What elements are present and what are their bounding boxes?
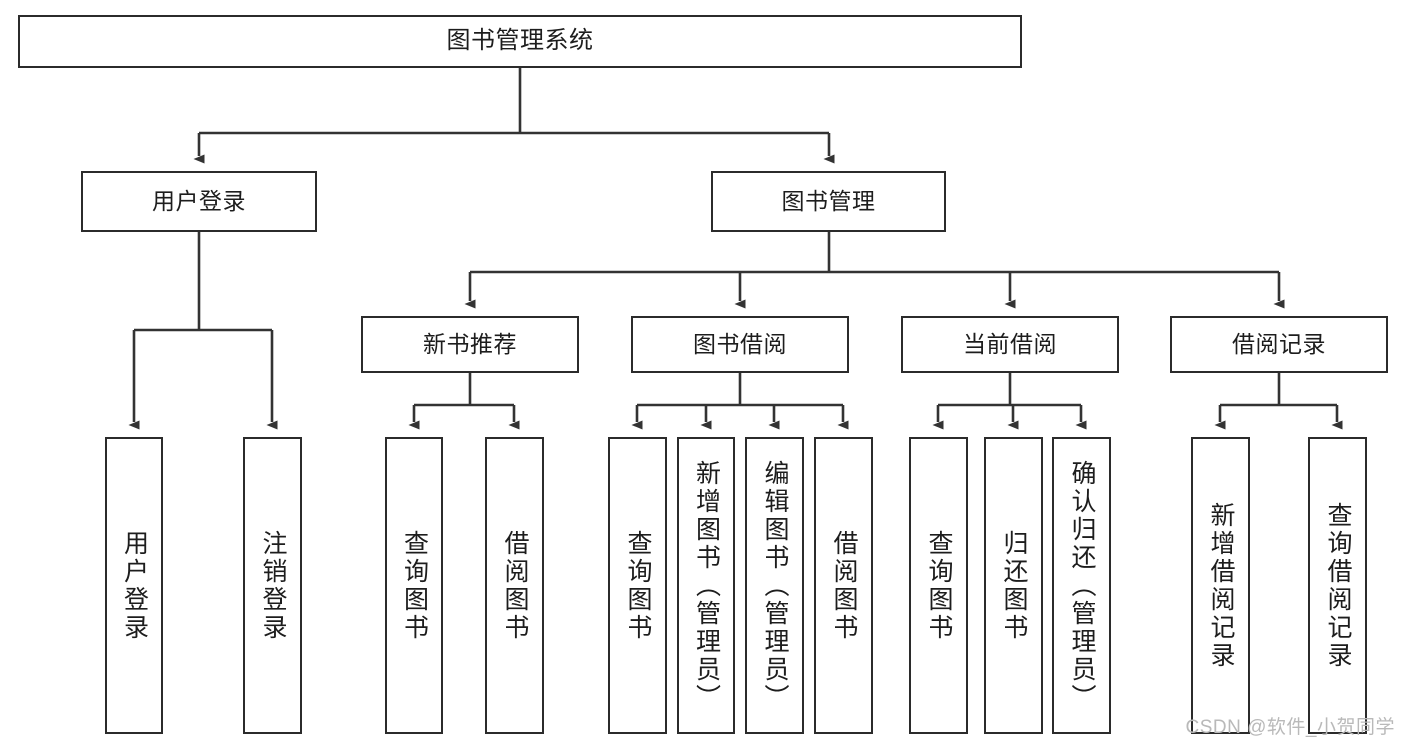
node-label: 新增借阅记录 — [1207, 501, 1235, 670]
node-level3-book-borrow[interactable]: 图书借阅 — [631, 316, 849, 373]
node-label: 图书管理 — [781, 187, 876, 214]
node-leaf-borrow-book-recommend[interactable]: 借阅图书 — [485, 437, 544, 734]
node-level2-user-login[interactable]: 用户登录 — [81, 171, 317, 232]
node-label: 当前借阅 — [963, 330, 1057, 357]
node-label: 借阅图书 — [830, 529, 858, 642]
node-leaf-return-book[interactable]: 归还图书 — [984, 437, 1043, 734]
node-label: 新增图书（管理员） — [692, 459, 721, 712]
node-label: 借阅图书 — [501, 529, 529, 642]
csdn-watermark: CSDN @软件_小贺同学 — [1185, 717, 1395, 738]
node-label: 查询图书 — [925, 529, 953, 642]
node-leaf-query-book-borrow[interactable]: 查询图书 — [608, 437, 667, 734]
node-label: 确认归还（管理员） — [1068, 459, 1096, 712]
node-label: 借阅记录 — [1232, 330, 1326, 357]
node-label: 用户登录 — [120, 529, 149, 642]
node-leaf-borrow-book[interactable]: 借阅图书 — [814, 437, 873, 734]
node-label: 图书管理系统 — [446, 27, 594, 55]
node-leaf-add-borrow-record[interactable]: 新增借阅记录 — [1191, 437, 1250, 734]
node-leaf-confirm-return-admin[interactable]: 确认归还（管理员） — [1052, 437, 1111, 734]
node-label: 图书借阅 — [693, 330, 787, 357]
node-leaf-query-borrow-record[interactable]: 查询借阅记录 — [1308, 437, 1367, 734]
node-label: 归还图书 — [1000, 529, 1028, 642]
node-label: 查询借阅记录 — [1324, 501, 1352, 670]
node-leaf-logout[interactable]: 注销登录 — [243, 437, 302, 734]
node-leaf-query-book-recommend[interactable]: 查询图书 — [385, 437, 443, 734]
node-root-system[interactable]: 图书管理系统 — [18, 15, 1022, 68]
node-label: 注销登录 — [259, 529, 287, 642]
node-label: 编辑图书（管理员） — [761, 459, 789, 712]
node-label: 用户登录 — [152, 187, 246, 214]
node-label: 查询图书 — [400, 529, 429, 642]
node-leaf-add-book-admin[interactable]: 新增图书（管理员） — [677, 437, 735, 734]
node-level2-book-management[interactable]: 图书管理 — [711, 171, 946, 232]
node-leaf-user-login[interactable]: 用户登录 — [105, 437, 163, 734]
node-leaf-edit-book-admin[interactable]: 编辑图书（管理员） — [745, 437, 804, 734]
node-level3-current-borrow[interactable]: 当前借阅 — [901, 316, 1119, 373]
node-level3-new-book-recommend[interactable]: 新书推荐 — [361, 316, 579, 373]
node-level3-borrow-records[interactable]: 借阅记录 — [1170, 316, 1388, 373]
node-label: 新书推荐 — [423, 330, 517, 357]
node-leaf-query-book-current[interactable]: 查询图书 — [909, 437, 968, 734]
node-label: 查询图书 — [624, 529, 652, 642]
